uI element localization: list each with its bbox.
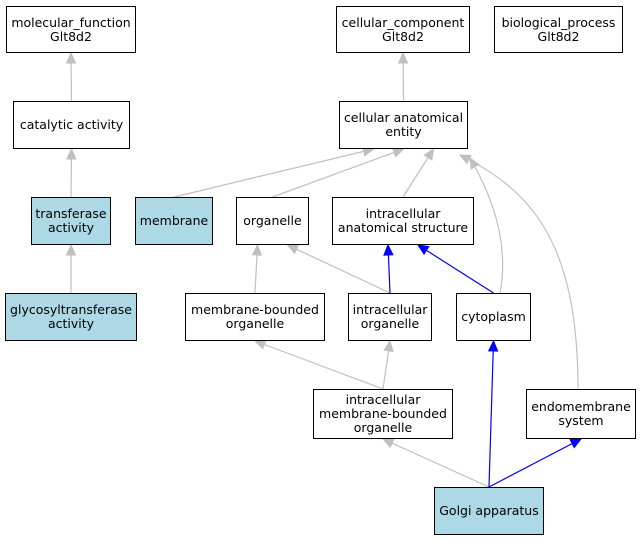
node-membrane-bounded-organelle[interactable]: membrane-bounded organelle [185, 293, 325, 341]
node-label-line: catalytic activity [19, 117, 124, 132]
node-glycosyltransferase-activity[interactable]: glycosyltransferase activity [5, 293, 137, 341]
edge-arrowhead [469, 156, 480, 170]
edge-endomembrane-system-to-cellular-anatomical-entity [459, 154, 579, 390]
edge-arrowhead [416, 244, 430, 256]
node-label-line: membrane [139, 213, 209, 228]
edge-arrowhead [251, 243, 263, 256]
edge-cytoplasm-to-cellular-anatomical-entity [469, 157, 504, 294]
node-label-line: Glt8d2 [50, 28, 92, 44]
node-label-line: intracellular [365, 206, 441, 221]
edge-organelle-to-cellular-anatomical-entity [272, 148, 404, 198]
node-intracellular-organelle[interactable]: intracellular organelle [348, 293, 432, 341]
node-label-line: intracellular [345, 392, 421, 407]
node-transferase-activity[interactable]: transferase activity [31, 197, 111, 245]
edge-arrowhead [397, 51, 409, 64]
node-label-line: endomembrane [531, 399, 631, 414]
node-endomembrane-system[interactable]: endomembrane system [526, 389, 636, 439]
edge-intracellular-membrane-bounded-organelle-to-membrane-bounded-organelle [254, 340, 384, 390]
node-catalytic-activity[interactable]: catalytic activity [13, 101, 130, 149]
edge-intracellular-organelle-to-organelle [287, 244, 391, 294]
node-intracellular-anatomical-structure[interactable]: intracellular anatomical structure [332, 197, 474, 245]
node-molecular-function[interactable]: molecular_function Glt8d2 [6, 6, 136, 53]
node-label-line: Glt8d2 [537, 28, 580, 44]
node-intracellular-membrane-bounded-organelle[interactable]: intracellular membrane-bounded organelle [313, 389, 453, 439]
node-golgi-apparatus[interactable]: Golgi apparatus [434, 487, 544, 535]
node-cellular-component[interactable]: cellular_component Glt8d2 [336, 6, 470, 53]
edge-arrowhead [381, 438, 395, 449]
node-label-line: cellular_component [341, 14, 465, 30]
edge-arrowhead [65, 51, 77, 64]
edge-golgi-apparatus-to-cytoplasm [488, 340, 495, 488]
node-label-line: activity [47, 220, 95, 235]
edge-arrowhead [391, 147, 405, 158]
node-label-line: Glt8d2 [382, 28, 424, 44]
node-label-line: organelle [353, 420, 413, 435]
node-label-line: transferase [35, 206, 107, 221]
node-label-line: anatomical structure [337, 220, 469, 235]
edge-arrowhead [383, 339, 394, 353]
node-label-line: organelle [243, 213, 302, 228]
edge-arrowhead [286, 244, 300, 255]
node-biological-process[interactable]: biological_process Glt8d2 [494, 6, 623, 53]
node-label-line: membrane-bounded [191, 302, 319, 317]
edge-arrowhead [66, 147, 77, 160]
edge-arrowhead [487, 339, 499, 352]
edge-golgi-apparatus-to-intracellular-membrane-bounded-organelle [382, 438, 490, 488]
node-label-line: system [558, 413, 604, 428]
node-label-line: cytoplasm [461, 309, 526, 324]
node-label-line: glycosyltransferase [10, 302, 132, 317]
node-label-line: cellular anatomical [343, 110, 464, 125]
edge-arrowhead [569, 438, 583, 449]
edge-cytoplasm-to-intracellular-anatomical-structure [417, 244, 494, 294]
edge-membrane-to-cellular-anatomical-entity [173, 148, 374, 198]
edge-arrowhead [253, 339, 267, 350]
node-label-line: membrane-bounded [319, 406, 447, 421]
node-cytoplasm[interactable]: cytoplasm [456, 293, 531, 341]
edge-arrowhead [458, 154, 472, 165]
node-label-line: entity [385, 124, 422, 139]
node-membrane[interactable]: membrane [135, 197, 213, 245]
node-label-line: biological_process [501, 14, 616, 30]
node-label-line: intracellular [352, 302, 428, 317]
node-cellular-anatomical-entity[interactable]: cellular anatomical entity [339, 101, 468, 149]
node-label-line: organelle [225, 316, 285, 331]
node-label-line: molecular_function [11, 14, 131, 30]
edge-arrowhead [383, 243, 394, 256]
edge-arrowhead [423, 147, 435, 161]
edge-arrowhead [65, 243, 77, 256]
edge-golgi-apparatus-to-endomembrane-system [488, 438, 582, 488]
node-label-line: activity [47, 316, 95, 331]
node-label-line: Golgi apparatus [439, 503, 539, 518]
node-label-line: organelle [360, 316, 420, 331]
node-organelle[interactable]: organelle [236, 197, 309, 245]
